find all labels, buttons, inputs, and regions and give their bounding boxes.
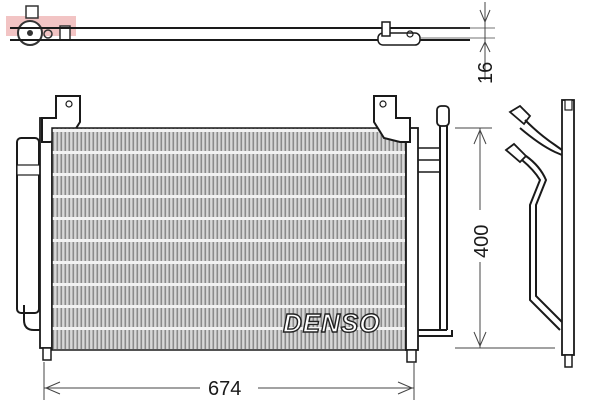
dimension-height: 400 <box>471 225 493 258</box>
height-dimension: 400 <box>455 127 555 349</box>
dimension-width: 674 <box>208 378 241 400</box>
front-view: DENSO 674 <box>16 95 453 400</box>
brand-logo: DENSO <box>283 308 380 338</box>
top-view: 16 <box>10 2 497 84</box>
dimension-thickness: 16 <box>475 62 497 84</box>
side-view <box>504 99 575 368</box>
